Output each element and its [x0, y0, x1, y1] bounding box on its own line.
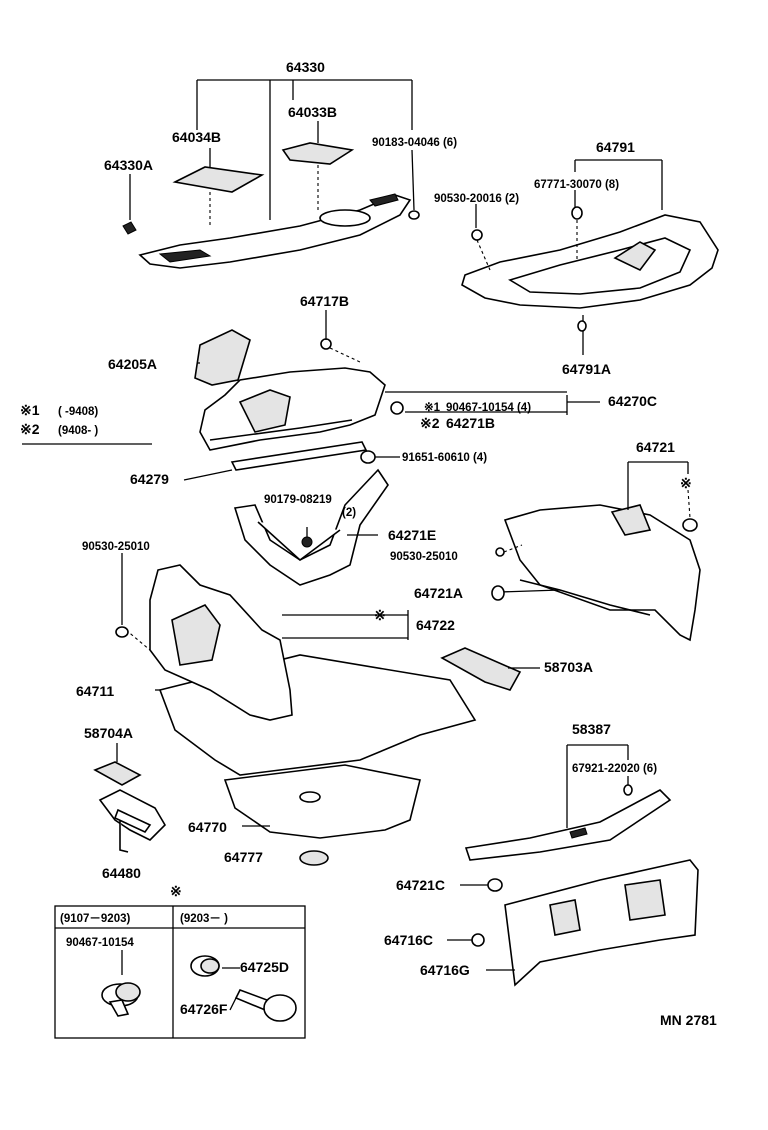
label-64721C: 64721C: [396, 877, 445, 893]
label-58704A: 58704A: [84, 725, 133, 741]
label-90530-25010-right: 90530-25010: [390, 551, 458, 563]
rear-trim-58387: [464, 789, 672, 861]
cover-64033B: [281, 142, 355, 165]
bolt-90179: [301, 536, 313, 548]
back-panel-64716G: [504, 859, 699, 987]
label-64716G: 64716G: [420, 962, 470, 978]
label-64330: 64330: [286, 59, 325, 75]
clip-64716C: [471, 933, 485, 947]
label-64791: 64791: [596, 139, 635, 155]
leaders-64330: [129, 79, 415, 220]
clip-90467-top: [390, 401, 404, 415]
label-64711: 64711: [76, 683, 114, 699]
clip-64726F: [234, 989, 297, 1022]
bracket-64480: [98, 789, 167, 853]
label-90530-25010-left: 90530-25010: [82, 541, 150, 553]
clip-90530-25010-right: [495, 547, 505, 557]
leaders-64271E: [306, 527, 378, 537]
side-trim-64721: [503, 504, 701, 642]
clip-90530-25010-left: [115, 626, 129, 638]
legend-col1-header: (9107－9203): [60, 913, 130, 925]
clip-64330A: [122, 221, 137, 235]
diagram-code: MN 2781: [660, 1012, 717, 1028]
star-64721: ※: [680, 475, 692, 491]
clip-64721C: [487, 878, 503, 892]
label-64271E: 64271E: [388, 527, 436, 543]
leaders-64722: [121, 553, 409, 691]
label-64205A: 64205A: [108, 356, 157, 372]
label-67771: 67771-30070 (8): [534, 179, 619, 191]
label-64716C: 64716C: [384, 932, 433, 948]
label-64721: 64721: [636, 439, 675, 455]
leaders-back-panel: [447, 884, 515, 971]
clip-90530-20016: [471, 229, 483, 241]
clip-64777: [299, 850, 329, 866]
leaders-64721: [499, 461, 689, 593]
label-64777: 64777: [224, 849, 263, 865]
side-trim-64722: [149, 564, 293, 721]
label-67921: 67921-22020 (6): [572, 763, 657, 775]
label-90467-10154-qty4: 90467-10154 (4): [446, 402, 531, 414]
trim-panel-64270C: [199, 367, 386, 451]
clip-90467-box: [101, 982, 141, 1017]
label-58387: 58387: [572, 721, 611, 737]
pad-58703A: [440, 647, 522, 691]
floor-mat-64770: [223, 764, 421, 839]
label-90183: 90183-04046 (6): [372, 137, 457, 149]
label-64270C: 64270C: [608, 393, 657, 409]
clip-64725D: [190, 955, 220, 977]
label-90530-20016: 90530-20016 (2): [434, 193, 519, 205]
label-64480: 64480: [102, 865, 141, 881]
label-64717B: 64717B: [300, 293, 349, 309]
note2-text: (9408- ): [58, 425, 98, 437]
note2-mark: ※2: [20, 421, 40, 437]
clip-64717B: [320, 338, 332, 350]
weatherstrip-64279: [230, 441, 368, 471]
label-64279: 64279: [130, 471, 169, 487]
label-64033B: 64033B: [288, 104, 337, 120]
clip-64721A: [491, 585, 505, 601]
clip-67771: [571, 206, 583, 220]
fastener-legend-box: ※ (9107－9203) (9203－ ) 90467-10154 64725…: [54, 883, 306, 1039]
cover-64034B: [172, 166, 265, 193]
legend-box-mark: ※: [170, 883, 182, 899]
label-91651: 91651-60610 (4): [402, 452, 487, 464]
ref2-mark: ※2: [420, 415, 440, 431]
lid-trim-64791: [461, 214, 719, 309]
panel-64205A: [194, 329, 251, 386]
support-64271E: [233, 468, 389, 586]
label-64722: 64722: [416, 617, 455, 633]
label-90179: 90179-08219: [264, 494, 332, 506]
ref1-mark: ※1: [424, 401, 441, 414]
label-64271B: 64271B: [446, 415, 495, 431]
label-64330A: 64330A: [104, 157, 153, 173]
label-64034B: 64034B: [172, 129, 221, 145]
label-64721A: 64721A: [414, 585, 463, 601]
note1-text: ( -9408): [58, 406, 98, 418]
nut-91651: [360, 450, 376, 464]
leaders-58387: [566, 744, 629, 828]
note1-mark: ※1: [20, 402, 40, 418]
leaders-64270C: [183, 310, 600, 481]
label-90179-qty: (2): [342, 507, 356, 519]
label-64725D: 64725D: [240, 959, 289, 975]
package-tray-64330: [138, 193, 412, 269]
legend-col2-header: (9203－ ): [180, 913, 228, 925]
label-64770: 64770: [188, 819, 227, 835]
label-64791A: 64791A: [562, 361, 611, 377]
clip-67921: [623, 784, 633, 796]
label-64726F: 64726F: [180, 1001, 228, 1017]
label-90467-10154-box: 90467-10154: [66, 937, 134, 949]
label-58703A: 58703A: [544, 659, 593, 675]
nut-90183: [408, 210, 420, 220]
star-64722: ※: [374, 607, 386, 623]
clip-64791A: [577, 320, 587, 332]
pad-58704A: [93, 761, 142, 786]
